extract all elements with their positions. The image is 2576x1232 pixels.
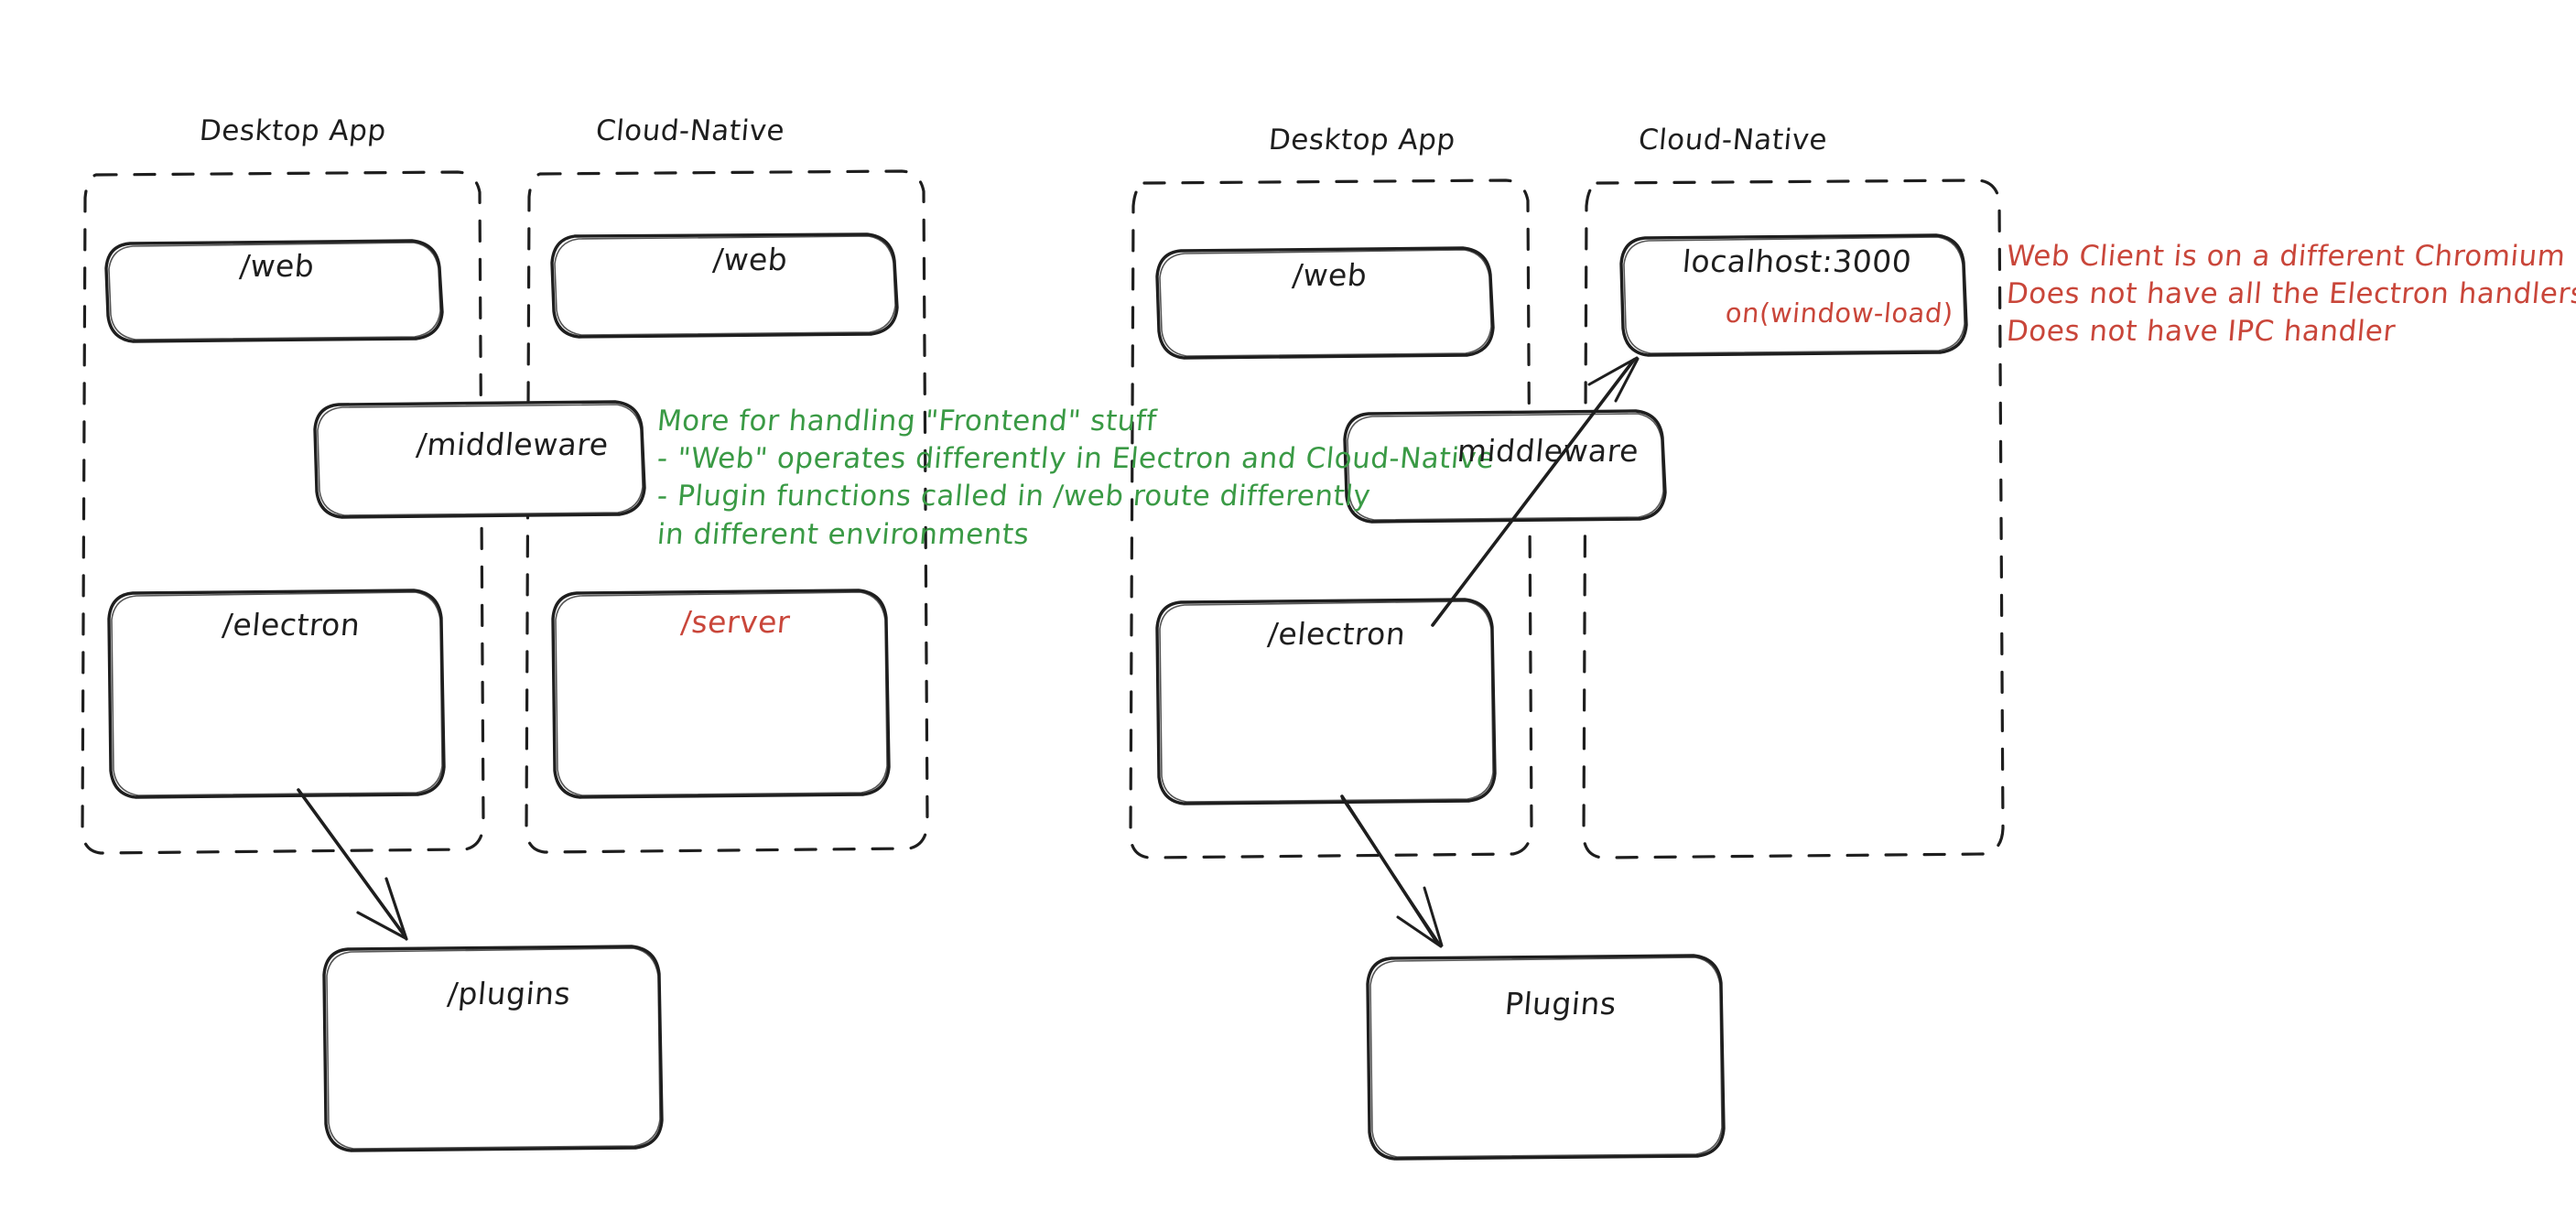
left-middleware-box	[313, 400, 646, 519]
right-electron-label: /electron	[1266, 616, 1408, 652]
right-plugins-label: Plugins	[1503, 986, 1618, 1021]
red-note-line-2: Does not have all the Electron handlers	[2005, 277, 2576, 311]
left-electron-to-plugins-arrow	[297, 788, 408, 941]
left-electron-label: /electron	[221, 607, 363, 643]
right-desktop-app-title: Desktop App	[1267, 124, 1457, 157]
green-note-line-2: - "Web" operates differently in Electron…	[655, 442, 1497, 476]
left-cloud-web-box	[550, 232, 899, 339]
left-server-box	[551, 589, 891, 799]
right-middleware-box	[1343, 409, 1667, 524]
left-electron-box	[107, 589, 446, 799]
left-cloud-native-container	[525, 169, 929, 854]
right-middleware-label: middleware	[1456, 433, 1640, 469]
left-desktop-web-label: /web	[238, 248, 317, 284]
green-note-line-1: More for handling "Frontend" stuff	[655, 405, 1159, 438]
green-note-line-4: in different environments	[655, 517, 1031, 551]
right-plugins-box	[1366, 954, 1726, 1161]
right-red-note: Web Client is on a different Chromium wi…	[2005, 238, 2576, 351]
right-cloud-native-title: Cloud-Native	[1637, 124, 1829, 157]
left-desktop-web-box	[104, 239, 444, 343]
right-cloud-native-container	[1582, 178, 2005, 859]
green-note-line-3: - Plugin functions called in /web route …	[655, 480, 1372, 513]
right-electron-to-plugins-arrow	[1340, 794, 1444, 948]
right-localhost-box	[1619, 233, 1968, 357]
left-green-note: More for handling "Frontend" stuff - "We…	[655, 403, 1497, 554]
right-electron-box	[1155, 598, 1497, 805]
left-server-label: /server	[679, 604, 792, 640]
right-desktop-app-container	[1129, 178, 1533, 859]
left-cloud-native-title: Cloud-Native	[594, 114, 786, 147]
left-desktop-app-title: Desktop App	[198, 114, 388, 147]
right-desktop-web-label: /web	[1291, 257, 1369, 293]
left-plugins-box	[322, 945, 664, 1152]
right-desktop-web-box	[1155, 246, 1495, 360]
right-localhost-sublabel: on(window-load)	[1724, 297, 1955, 329]
left-cloud-web-label: /web	[711, 242, 790, 277]
left-middleware-label: /middleware	[415, 427, 611, 462]
right-localhost-label: localhost:3000	[1681, 243, 1913, 279]
right-electron-to-localhost-arrow	[1431, 356, 1640, 627]
red-note-line-1: Web Client is on a different Chromium wi…	[2005, 240, 2576, 273]
left-plugins-label: /plugins	[446, 976, 573, 1011]
left-desktop-app-container	[81, 170, 485, 855]
red-note-line-3: Does not have IPC handler	[2005, 315, 2397, 349]
